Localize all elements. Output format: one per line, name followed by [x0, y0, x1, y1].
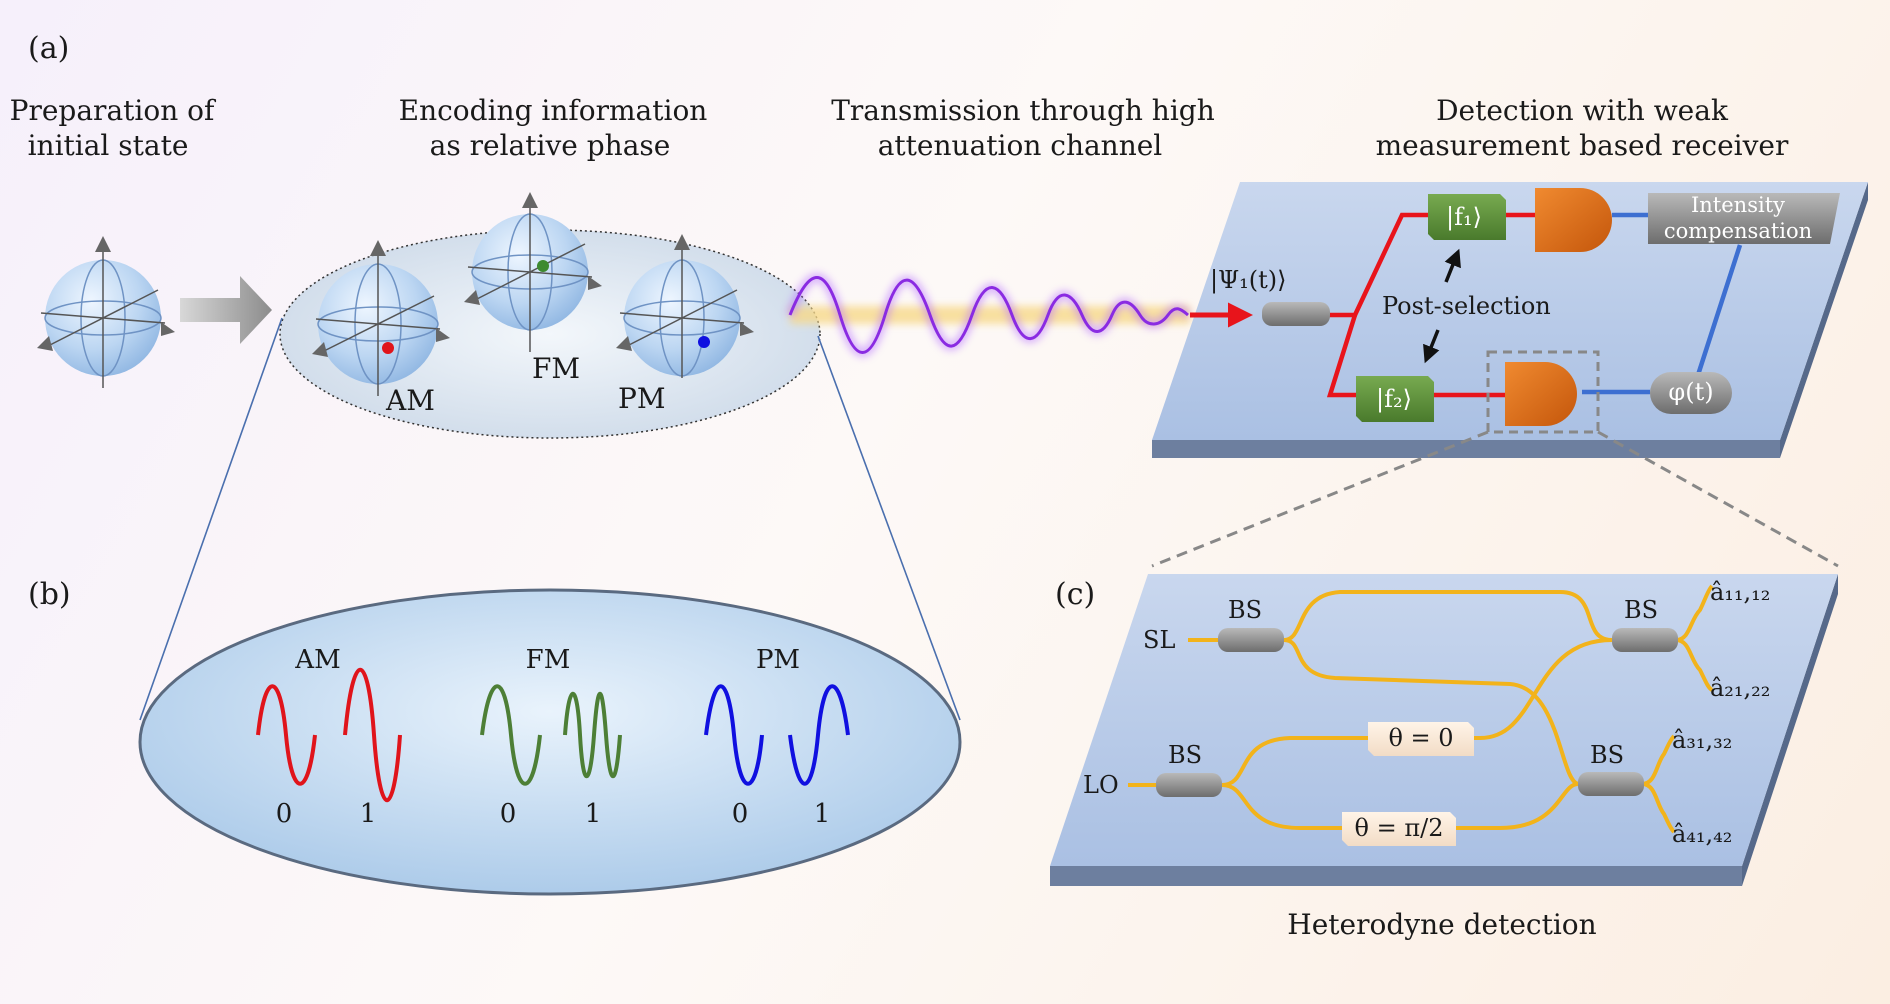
bs-out-lower-label: BS	[1590, 741, 1624, 769]
filter-f1-label: |f₁⟩	[1446, 203, 1482, 232]
input-state-label: |Ψ₁(t)⟩	[1210, 266, 1287, 295]
caption-transmission-line1: Transmission through high	[831, 94, 1215, 127]
bs-lo	[1156, 773, 1222, 797]
zoom-line-left	[139, 317, 283, 721]
detector-lower	[1505, 362, 1577, 426]
filter-f1: |f₁⟩	[1428, 194, 1506, 240]
lo-label: LO	[1083, 771, 1119, 799]
wave-pm-1	[788, 684, 850, 786]
modulation-pm: PM 0 1	[704, 645, 850, 829]
post-selection-arrow-up	[1444, 248, 1461, 283]
modulation-am: AM 0 1	[256, 645, 402, 829]
wave-am-1	[343, 667, 402, 803]
caption-transmission-line2: attenuation channel	[878, 129, 1163, 162]
state-dot-pm	[698, 336, 710, 348]
caption-preparation-line1: Preparation of	[10, 94, 217, 127]
detector-upper	[1535, 188, 1612, 252]
state-dot-fm	[537, 260, 549, 272]
caption-preparation-line2: initial state	[28, 129, 189, 162]
bs-out-lower	[1578, 772, 1644, 796]
output-a31-32: â₃₁,₃₂	[1672, 726, 1732, 754]
caption-encoding-line2: as relative phase	[430, 129, 671, 162]
caption-detection-line1: Detection with weak	[1436, 94, 1729, 127]
red-path-upper	[1328, 212, 1440, 318]
modulation-ellipse	[138, 588, 962, 896]
output-a41-42: â₄₁,₄₂	[1672, 820, 1732, 848]
intensity-compensation-box: Intensity compensation	[1648, 193, 1840, 244]
prepare-to-encode-arrow	[180, 276, 272, 344]
bloch-label-fm: FM	[532, 352, 580, 385]
modulation-fm: FM 0 1	[480, 645, 622, 829]
bs-out-upper	[1612, 628, 1678, 652]
intensity-compensation-line1: Intensity	[1691, 193, 1785, 217]
sl-label: SL	[1143, 626, 1175, 654]
panel-label-b: (b)	[28, 577, 71, 612]
filter-f2: |f₂⟩	[1356, 376, 1434, 422]
transmission-beam	[785, 273, 1191, 357]
wave-fm-1	[563, 692, 622, 778]
theta-pi2-box: θ = π/2	[1342, 812, 1456, 846]
zoom-dash-left	[1151, 430, 1489, 568]
bit-am-0: 0	[276, 799, 293, 829]
bs-sl-label: BS	[1228, 596, 1262, 624]
bloch-label-pm: PM	[618, 382, 666, 415]
receiver-beamsplitter	[1262, 302, 1330, 326]
bit-pm-1: 1	[814, 799, 831, 829]
heterodyne-fibers	[1128, 584, 1714, 834]
intensity-compensation-line2: compensation	[1664, 219, 1812, 243]
bloch-sphere-fm	[464, 192, 602, 352]
wave-fm-0	[480, 684, 542, 786]
output-a11-12: â₁₁,₁₂	[1710, 578, 1770, 606]
phase-shifter: φ(t)	[1650, 372, 1732, 414]
bs-lo-label: BS	[1168, 741, 1202, 769]
theta-zero-box: θ = 0	[1368, 722, 1474, 756]
theta-pi2-label: θ = π/2	[1355, 814, 1444, 842]
bit-pm-0: 0	[732, 799, 749, 829]
post-selection-arrow-down	[1423, 329, 1440, 364]
bloch-sphere-pm	[616, 234, 754, 378]
post-selection-label: Post-selection	[1382, 292, 1551, 320]
stage-captions: Preparation of initial state Encoding in…	[10, 94, 1789, 162]
bit-am-1: 1	[360, 799, 377, 829]
detector-zoom-box	[1486, 350, 1600, 434]
bloch-sphere-initial	[37, 236, 175, 388]
filter-f2-label: |f₂⟩	[1376, 385, 1412, 414]
zoom-dash-right	[1597, 430, 1839, 568]
wave-am-0	[256, 684, 317, 786]
modulation-title-fm: FM	[526, 645, 571, 675]
state-dot-am	[382, 342, 394, 354]
heterodyne-caption: Heterodyne detection	[1287, 908, 1596, 941]
bloch-label-am: AM	[385, 384, 435, 417]
modulation-title-am: AM	[294, 645, 340, 675]
theta-zero-label: θ = 0	[1388, 724, 1453, 752]
bit-fm-0: 0	[500, 799, 517, 829]
bs-sl	[1218, 628, 1284, 652]
output-a21-22: â₂₁,₂₂	[1710, 674, 1770, 702]
panel-label-c: (c)	[1055, 577, 1095, 612]
phase-label: φ(t)	[1668, 378, 1713, 406]
wave-pm-0	[704, 684, 764, 786]
blue-path-right	[1695, 244, 1743, 376]
bit-fm-1: 1	[585, 799, 602, 829]
modulation-title-pm: PM	[756, 645, 800, 675]
caption-detection-line2: measurement based receiver	[1376, 129, 1789, 162]
panel-label-a: (a)	[28, 31, 69, 66]
bloch-sphere-am	[312, 240, 450, 396]
bs-out-upper-label: BS	[1624, 596, 1658, 624]
zoom-line-right	[817, 335, 961, 721]
caption-encoding-line1: Encoding information	[399, 94, 708, 127]
